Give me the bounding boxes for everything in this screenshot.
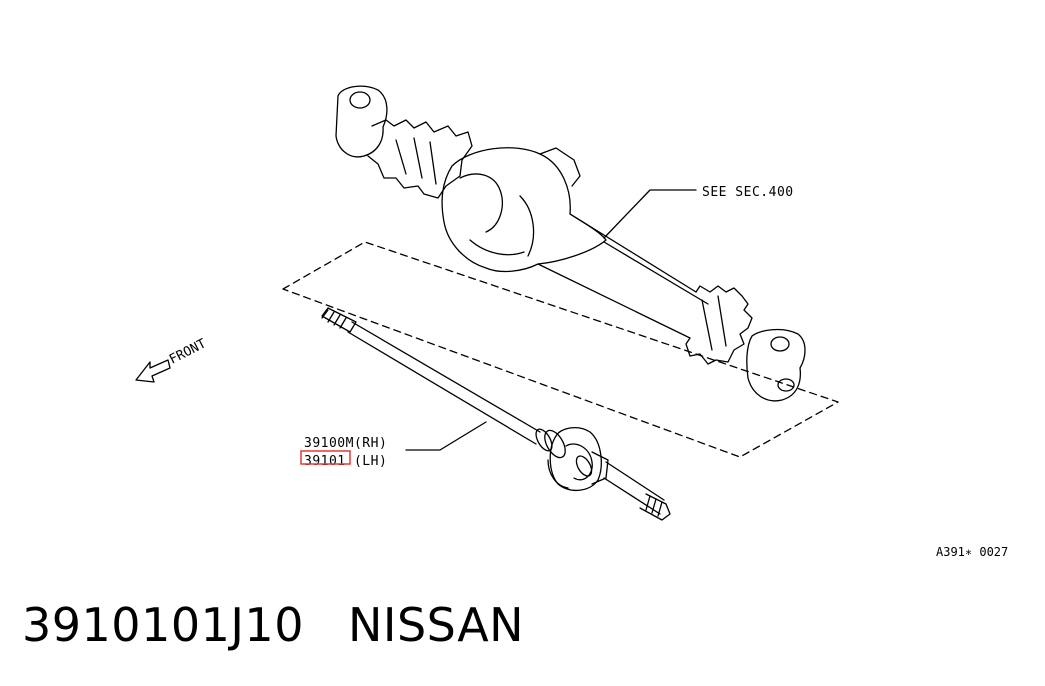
drive-shaft	[321, 307, 671, 521]
figure-code: A391∗ 0027	[936, 545, 1008, 559]
front-arrow-icon	[135, 359, 171, 383]
part-number: 3910101J10	[22, 598, 304, 652]
callout-part-lh: 39101 (LH)	[304, 454, 387, 469]
callout-part-rh: 39100M(RH)	[304, 436, 387, 451]
leader-line-see-sec	[603, 189, 697, 239]
assembly-boundary-dashed	[282, 241, 839, 458]
front-label: FRONT	[167, 336, 209, 367]
callout-see-sec: SEE SEC.400	[702, 185, 794, 200]
brand-name: NISSAN	[347, 598, 525, 652]
leader-line-axle-shaft	[405, 421, 487, 451]
axle-housing	[335, 85, 806, 402]
highlight-box	[300, 450, 351, 465]
footer-caption: 3910101J10 NISSAN	[22, 598, 524, 652]
